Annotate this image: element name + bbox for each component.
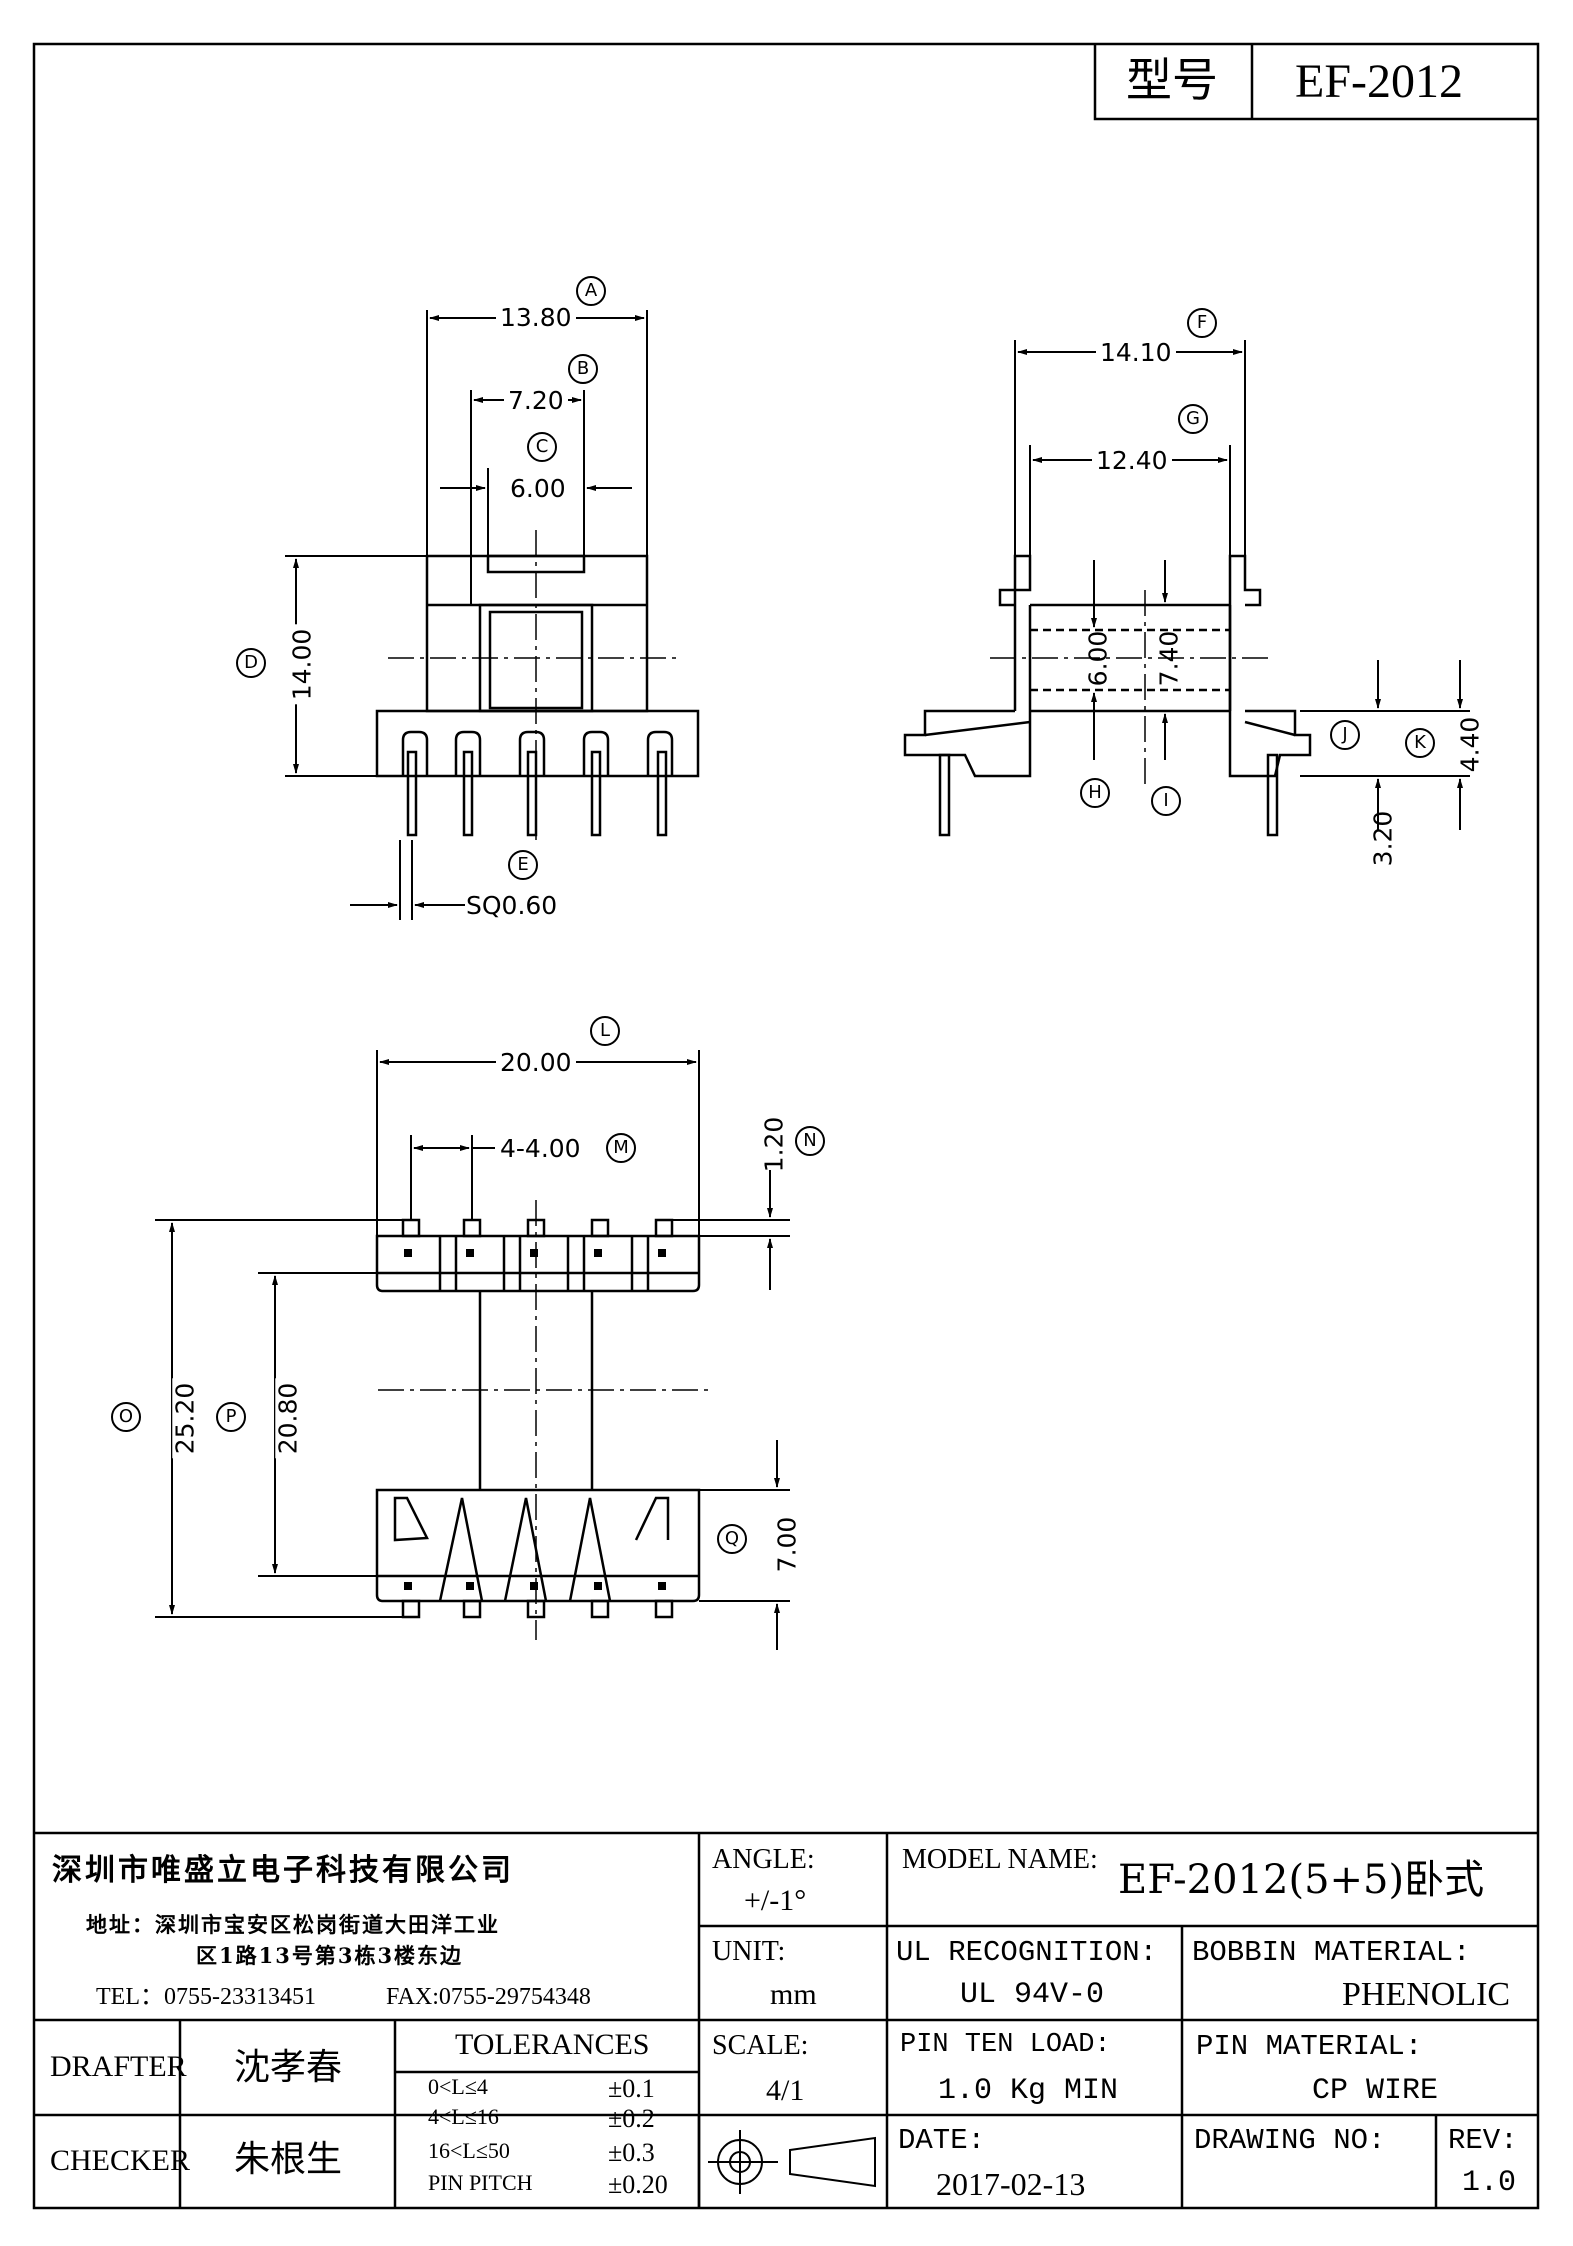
tol-range-1: 0<L≤4 [428, 2074, 488, 2099]
unit-label: UNIT: [712, 1936, 786, 1967]
dim-letter-c: C [527, 432, 557, 462]
dim-value-b: 7.20 [504, 388, 568, 413]
projection-symbol [708, 2130, 876, 2194]
front-view [375, 554, 700, 837]
header-box [1093, 44, 1538, 121]
scale-value: 4/1 [766, 2074, 805, 2107]
tol-value-4: ±0.20 [608, 2170, 668, 2199]
dim-letter-d: D [236, 648, 266, 678]
dim-letter-e: E [508, 850, 538, 880]
outer-border [32, 42, 1540, 2210]
dim-value-c: 6.00 [506, 476, 570, 501]
bottom-view [375, 1218, 701, 1619]
model-name-value: EF-2012(5+5)卧式 [1118, 1857, 1485, 1903]
bobbin-material-label: BOBBIN MATERIAL: [1192, 1936, 1471, 1969]
dim-letter-o: O [111, 1402, 141, 1432]
dim-letter-n: N [795, 1126, 825, 1156]
pin-markers [404, 1249, 666, 1590]
ul-label: UL RECOGNITION: [896, 1936, 1158, 1969]
pin-ten-load-label: PIN TEN LOAD: [900, 2030, 1111, 2060]
header-model-value: EF-2012 [1295, 55, 1463, 108]
scale-label: SCALE: [712, 2030, 809, 2061]
dim-value-k: 4.40 [1455, 716, 1485, 773]
dim-letter-h: H [1080, 778, 1110, 808]
side-view [903, 554, 1312, 837]
date-value: 2017-02-13 [936, 2166, 1086, 2202]
bobbin-material-value: PHENOLIC [1342, 1976, 1511, 2013]
checker-label: CHECKER [50, 2144, 191, 2177]
dim-letter-a: A [576, 276, 606, 306]
tol-value-1: ±0.1 [608, 2074, 655, 2103]
dim-value-h: 6.00 [1083, 630, 1113, 687]
dim-value-m: 4-4.00 [500, 1134, 581, 1163]
dim-value-l: 20.00 [496, 1050, 576, 1075]
tol-range-2: 4<L≤16 [428, 2104, 499, 2129]
dim-letter-k: K [1405, 728, 1435, 758]
title-block-grid [34, 1831, 1538, 2208]
dim-value-q: 7.00 [772, 1512, 801, 1577]
ul-value: UL 94V-0 [960, 1978, 1105, 2012]
date-label: DATE: [898, 2124, 986, 2157]
dim-letter-q: Q [717, 1524, 747, 1554]
drafter-value: 沈孝春 [234, 2047, 343, 2088]
dim-value-a: 13.80 [496, 305, 576, 330]
company-name: 深圳市唯盛立电子科技有限公司 [52, 1853, 514, 1888]
dim-letter-g: G [1178, 404, 1208, 434]
dim-value-j: 3.20 [1368, 810, 1398, 867]
tol-value-3: ±0.3 [608, 2138, 655, 2167]
dim-value-d: 14.00 [287, 624, 316, 705]
pin-material-value: CP WIRE [1312, 2074, 1439, 2108]
tol-range-4: PIN PITCH [428, 2170, 533, 2195]
fax: FAX:0755-29754348 [386, 1984, 591, 2010]
rev-label: REV: [1448, 2124, 1518, 2157]
pin-ten-load-value: 1.0 Kg MIN [938, 2074, 1119, 2108]
header-model-label: 型号 [1126, 53, 1218, 107]
address-line-1: 地址：深圳市宝安区松岗街道大田洋工业 [86, 1912, 500, 1937]
dim-value-g: 12.40 [1092, 448, 1172, 473]
tol-range-3: 16<L≤50 [428, 2138, 510, 2163]
dim-letter-f: F [1187, 308, 1217, 338]
dim-value-i: 7.40 [1154, 630, 1184, 687]
dim-letter-m: M [606, 1133, 636, 1163]
dim-value-f: 14.10 [1096, 340, 1176, 365]
dim-letter-i: I [1151, 786, 1181, 816]
dim-letter-j: J [1330, 720, 1360, 750]
drawing-no-label: DRAWING NO: [1194, 2124, 1386, 2157]
dim-letter-p: P [216, 1402, 246, 1432]
model-name-label: MODEL NAME: [902, 1844, 1098, 1875]
unit-value: mm [770, 1978, 817, 2011]
drafter-label: DRAFTER [50, 2050, 187, 2083]
tol-value-2: ±0.2 [608, 2104, 655, 2133]
dim-letter-b: B [568, 354, 598, 384]
pin-material-label: PIN MATERIAL: [1196, 2030, 1423, 2063]
address-line-2: 区1路13号第3栋3楼东边 [196, 1943, 464, 1968]
angle-label: ANGLE: [712, 1844, 815, 1875]
dim-value-o: 25.20 [170, 1378, 199, 1459]
tel: TEL：0755-23313451 [96, 1984, 316, 2010]
dim-letter-l: L [590, 1016, 620, 1046]
checker-value: 朱根生 [234, 2139, 343, 2180]
tolerances-label: TOLERANCES [455, 2028, 650, 2061]
dim-value-e: SQ0.60 [466, 891, 558, 920]
angle-value: +/-1° [744, 1884, 807, 1917]
dim-value-p: 20.80 [273, 1378, 302, 1459]
dim-value-n: 1.20 [759, 1116, 789, 1173]
rev-value: 1.0 [1462, 2166, 1517, 2200]
